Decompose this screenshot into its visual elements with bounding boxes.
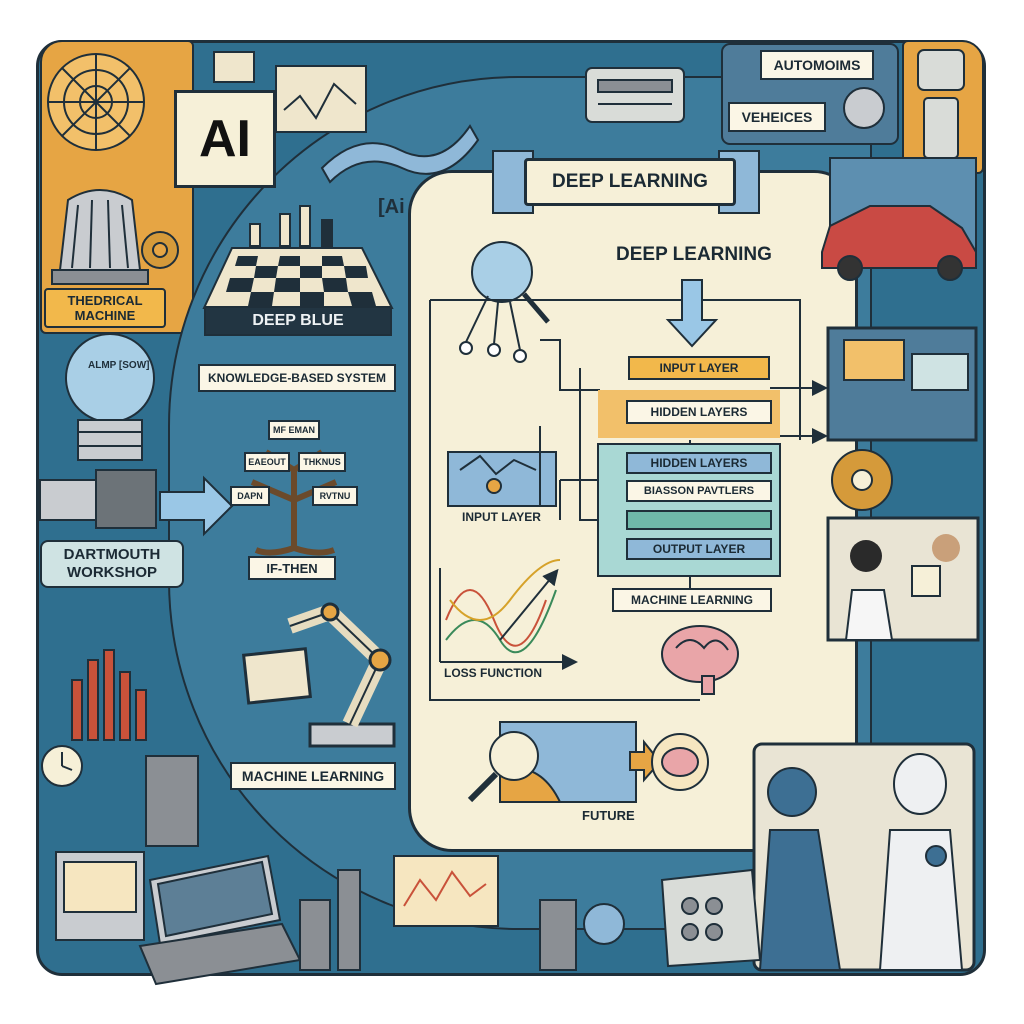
typewriter-icon (585, 67, 685, 123)
map-chart-icon (447, 426, 557, 507)
input-layer-caption: INPUT LAYER (462, 510, 541, 524)
title-banner: DEEP LEARNING (524, 158, 736, 206)
ai-badge: AI (174, 90, 276, 188)
robot-arm-icon (242, 602, 396, 748)
tree-top-label: MF EMAN (268, 420, 320, 440)
radar-dial-icon (47, 53, 145, 151)
schematic-sketch-icon (213, 51, 367, 133)
ribbon-icon (320, 124, 480, 184)
future-illustration-icon (467, 721, 709, 803)
down-arrow-icon (665, 279, 719, 348)
tablet-monitor-icon (393, 855, 499, 927)
vehicles-label: VEHEICES (728, 102, 826, 132)
chessboard-icon (202, 205, 394, 309)
tree-left-label: EAEOUT (244, 452, 290, 472)
bell-machine-icon (51, 189, 149, 285)
neuron-network-icon (459, 241, 550, 363)
layer-input: INPUT LAYER (628, 356, 770, 380)
deep-learning-heading: DEEP LEARNING (616, 244, 772, 265)
clock-icon (41, 745, 83, 787)
tree-bottom-right-label: RVTNU (312, 486, 358, 506)
ai-small-text: [Ai (378, 196, 405, 218)
car-icon (821, 157, 977, 281)
arrow-right-icon (159, 475, 234, 537)
layer-output: OUTPUT LAYER (626, 538, 772, 560)
deep-blue-label: DEEP BLUE (204, 306, 392, 336)
knowledge-system-label: KNOWLEDGE-BASED SYSTEM (198, 364, 396, 392)
film-reel-icon (831, 449, 893, 511)
if-then-label: IF-THEN (248, 556, 336, 580)
robot-head-icon (917, 49, 965, 159)
human-robot-scene-icon (752, 742, 976, 972)
bulb-text: ALMP [SOW] (88, 360, 150, 371)
layer-hidden-3: BIASSON PAVTLERS (626, 480, 772, 502)
layer-hidden-1: HIDDEN LAYERS (626, 400, 772, 424)
factory-icon (299, 869, 625, 971)
lightbulb-chip-icon (39, 333, 157, 529)
loss-function-caption: LOSS FUNCTION (444, 666, 542, 680)
computer-terminal-icon (55, 755, 199, 941)
dartmouth-workshop-label: DARTMOUTH WORKSHOP (40, 540, 184, 588)
machine-learning-box: MACHINE LEARNING (612, 588, 772, 612)
autonomous-label: AUTOMOIMS (760, 50, 874, 80)
layer-blank (626, 510, 772, 530)
control-panel-icon (660, 868, 762, 968)
tree-bottom-left-label: DAPN (230, 486, 270, 506)
brain-icon (661, 625, 739, 695)
touchscreen-scene-icon (826, 326, 978, 442)
future-caption: FUTURE (582, 808, 635, 823)
loss-curve-chart-icon (439, 559, 578, 670)
layer-hidden-2: HIDDEN LAYERS (626, 452, 772, 474)
laptop-icon (138, 854, 302, 986)
theoretical-machine-label: THEDRICAL MACHINE (44, 288, 166, 328)
people-scene-icon (826, 516, 980, 642)
bar-chart-icon (71, 649, 147, 741)
tree-right-label: THKNUS (298, 452, 346, 472)
gear-icon (141, 231, 179, 269)
machine-learning-label: MACHINE LEARNING (230, 762, 396, 790)
